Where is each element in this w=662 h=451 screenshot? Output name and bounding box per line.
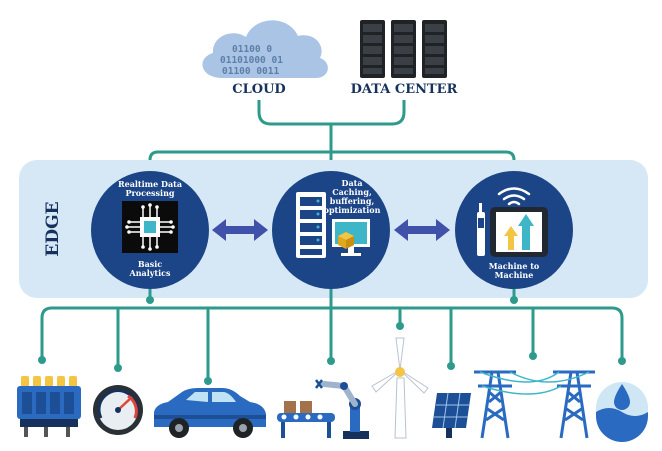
node1-caption-top-2: Processing <box>126 188 175 198</box>
binary-line-3: 01100 0011 <box>222 66 279 77</box>
datacenter-label: DATA CENTER <box>351 82 458 97</box>
engine-icon <box>17 376 81 437</box>
cloud-label: CLOUD <box>232 82 285 97</box>
processor-chip-icon <box>122 201 178 253</box>
double-arrow-icon <box>394 219 450 241</box>
solar-panel-icon <box>432 392 471 438</box>
car-icon <box>154 388 266 438</box>
node1-caption-top-1: Realtime Data <box>118 179 182 189</box>
node3-caption-bottom-1: Machine to <box>489 261 540 271</box>
cloud-icon: 01100 0 01101000 01 01100 0011 <box>202 20 328 78</box>
connector-dots <box>38 296 626 385</box>
node3-caption-bottom-2: Machine <box>495 270 534 280</box>
server-stack-icon <box>296 192 326 258</box>
top-connector-lines <box>148 100 516 171</box>
bottom-connector-lines <box>40 288 624 380</box>
gauge-icon <box>93 385 143 435</box>
edge-label: EDGE <box>43 201 63 256</box>
handheld-device-icon <box>477 203 485 256</box>
binary-line-1: 01100 0 <box>232 44 272 55</box>
node2-caption-4: optimization <box>324 205 381 215</box>
binary-line-2: 01101000 01 <box>220 55 283 66</box>
tablet-icon <box>490 207 548 257</box>
node-circle-caching <box>272 171 390 289</box>
node2-caption-3: buffering, <box>330 196 375 206</box>
wind-turbine-icon <box>371 337 429 439</box>
double-arrow-icon <box>212 219 268 241</box>
robot-arm-icon <box>277 379 369 439</box>
node1-caption-bottom-2: Analytics <box>128 268 171 278</box>
node2-caption-1: Data <box>342 178 363 188</box>
node1-caption-bottom-1: Basic <box>138 259 162 269</box>
server-rack-icon <box>360 20 447 78</box>
node2-caption-2: Caching, <box>332 187 372 197</box>
water-drop-icon <box>596 382 648 442</box>
wifi-icon <box>497 187 531 206</box>
power-line-icon <box>479 371 590 395</box>
data-cube-icon <box>338 232 354 249</box>
